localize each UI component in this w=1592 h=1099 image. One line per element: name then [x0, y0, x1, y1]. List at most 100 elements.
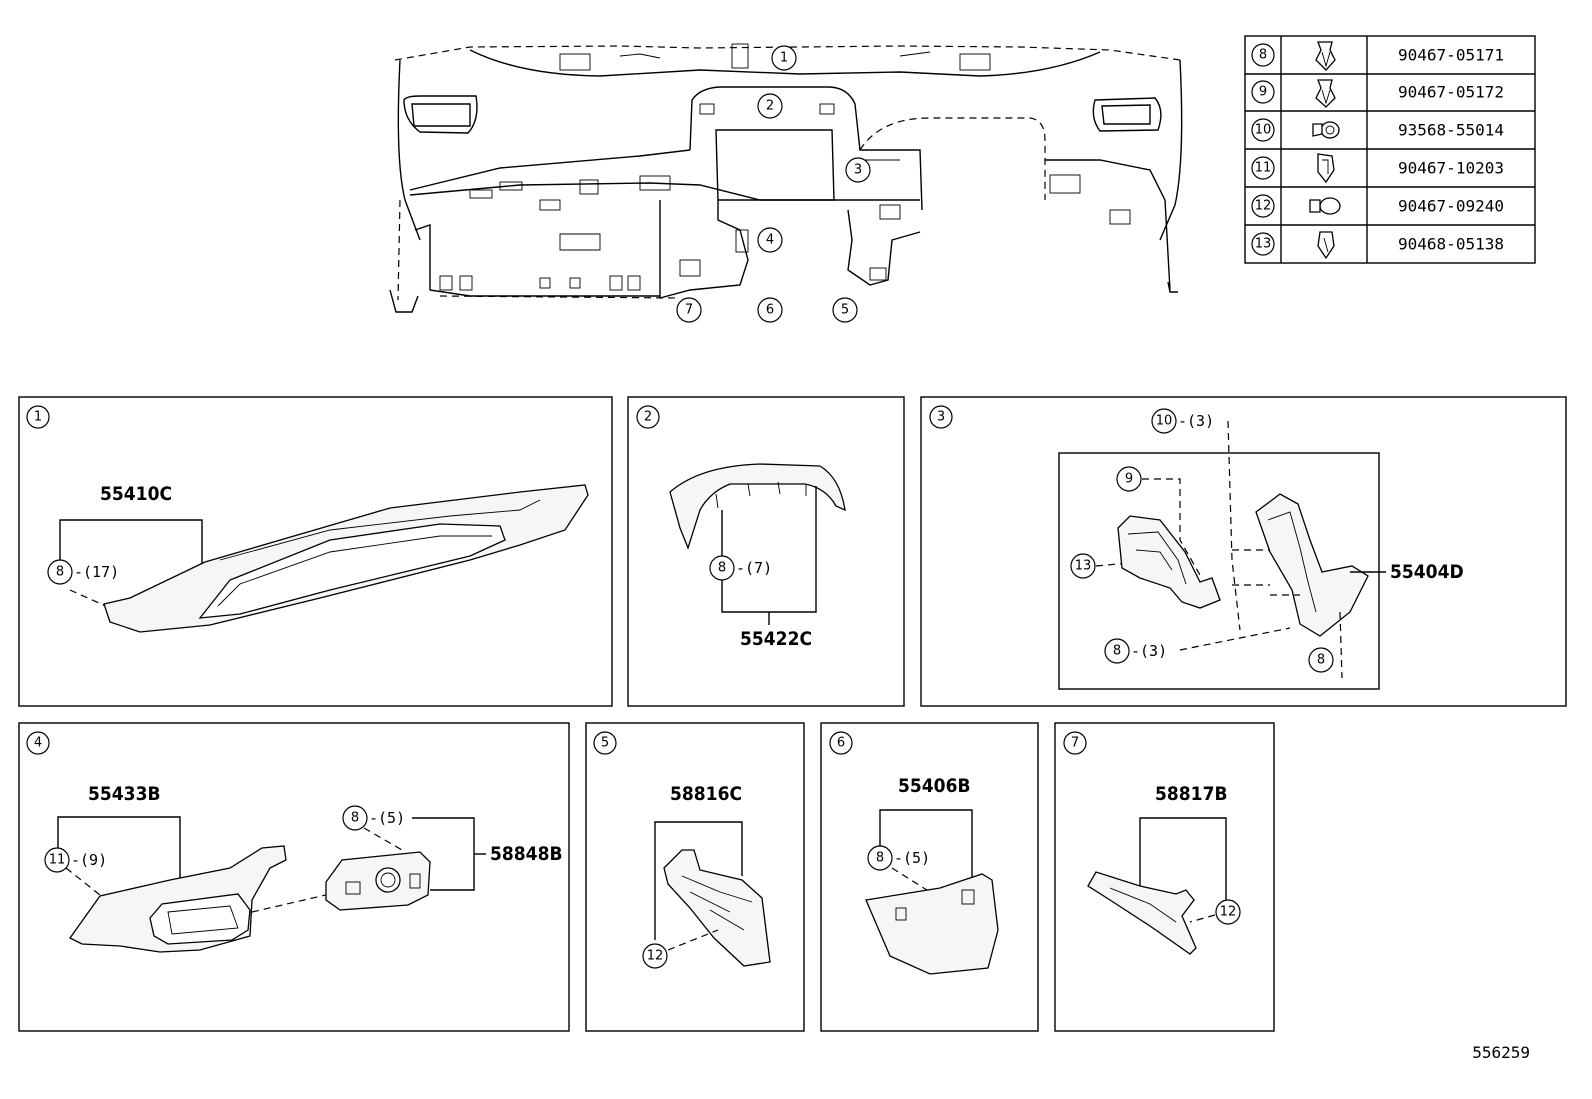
screw-callout[interactable]: 10 -(3)	[1151, 408, 1214, 434]
vent-part	[1117, 515, 1221, 609]
svg-text:7: 7	[1071, 736, 1079, 751]
illustration-id: 556259	[1472, 1043, 1530, 1062]
part-number[interactable]: 55404D	[1390, 561, 1464, 583]
svg-text:-(3): -(3)	[1178, 412, 1214, 430]
clip-callout[interactable]: 8	[1308, 647, 1334, 673]
svg-text:13: 13	[1255, 237, 1272, 252]
side-panel-part	[1087, 871, 1197, 955]
svg-text:8: 8	[876, 851, 884, 866]
overview-callout-2[interactable]: 2	[757, 93, 783, 119]
svg-text:8: 8	[718, 561, 726, 576]
clip-callout[interactable]: 8 -(7)	[709, 555, 772, 581]
fastener-row[interactable]: 11 90467-10203	[1251, 153, 1504, 184]
fastener-table	[1244, 35, 1536, 264]
clip-callout[interactable]: 8 -(5)	[342, 805, 405, 831]
panel-6: 6 55406B 8 -(5)	[820, 722, 1039, 1032]
svg-text:11: 11	[1255, 161, 1272, 176]
svg-text:90468-05138: 90468-05138	[1398, 235, 1504, 254]
panel-2: 2 8 -(7) 55422C	[627, 396, 905, 707]
part-number[interactable]: 58816C	[670, 783, 742, 805]
svg-text:-(9): -(9)	[71, 851, 107, 869]
svg-text:9: 9	[1259, 85, 1267, 100]
svg-text:93568-55014: 93568-55014	[1398, 121, 1504, 140]
clip-callout[interactable]: 8 -(17)	[47, 559, 119, 585]
pin-icon	[1309, 197, 1341, 215]
svg-text:2: 2	[766, 99, 774, 114]
overview-callout-1[interactable]: 1	[771, 45, 797, 71]
part-number[interactable]: 58817B	[1155, 783, 1228, 805]
svg-text:1: 1	[34, 410, 42, 425]
overview-callout-4[interactable]: 4	[757, 227, 783, 253]
overview-callout-3[interactable]: 3	[845, 157, 871, 183]
panel-number: 6	[829, 731, 853, 755]
clip-icon	[1317, 231, 1335, 260]
panel-4: 4 55433B 11 -(9) 8 -(5) 58848B	[18, 722, 570, 1032]
svg-text:8: 8	[1317, 653, 1325, 668]
overview-callout-7[interactable]: 7	[676, 297, 702, 323]
panel-3: 3 10 -(3) 9 13 55404D 8 -(3)	[920, 396, 1567, 707]
fastener-row[interactable]: 8 90467-05171	[1251, 41, 1504, 71]
part-number[interactable]: 58848B	[490, 843, 563, 865]
svg-text:8: 8	[1259, 48, 1267, 63]
part-number[interactable]: 55406B	[898, 775, 971, 797]
svg-text:5: 5	[601, 736, 609, 751]
fastener-row[interactable]: 9 90467-05172	[1251, 79, 1504, 108]
svg-text:5: 5	[841, 303, 849, 318]
svg-text:8: 8	[1113, 644, 1121, 659]
clip-callout[interactable]: 11 -(9)	[44, 847, 107, 873]
svg-text:2: 2	[644, 410, 652, 425]
svg-text:90467-05172: 90467-05172	[1398, 83, 1504, 102]
fastener-row[interactable]: 10 93568-55014	[1251, 118, 1504, 142]
panel-number: 3	[929, 405, 953, 429]
svg-text:-(17): -(17)	[74, 563, 119, 581]
fastener-row[interactable]: 12 90467-09240	[1251, 194, 1504, 218]
side-cover-part	[663, 849, 771, 967]
part-number[interactable]: 55433B	[88, 783, 161, 805]
clip-callout[interactable]: 13	[1070, 553, 1096, 579]
part-number[interactable]: 55410C	[100, 483, 172, 505]
svg-text:12: 12	[647, 949, 664, 964]
svg-text:12: 12	[1255, 199, 1272, 214]
clip-icon	[1317, 153, 1335, 184]
svg-text:-(5): -(5)	[369, 809, 405, 827]
svg-text:8: 8	[56, 565, 64, 580]
panel-7: 7 58817B 12	[1054, 722, 1275, 1032]
svg-text:4: 4	[766, 233, 774, 248]
fastener-row[interactable]: 13 90468-05138	[1251, 231, 1504, 260]
svg-text:13: 13	[1075, 559, 1092, 574]
lower-panel-part	[865, 873, 999, 975]
panel-number: 2	[636, 405, 660, 429]
panel-number: 4	[26, 731, 50, 755]
pin-callout[interactable]: 12	[1215, 899, 1241, 925]
instrument-panel-overview	[389, 43, 1183, 313]
part-number[interactable]: 55422C	[740, 628, 812, 650]
svg-text:10: 10	[1156, 414, 1173, 429]
overview-callout-6[interactable]: 6	[757, 297, 783, 323]
svg-text:6: 6	[766, 303, 774, 318]
meter-hood-part	[669, 463, 846, 550]
switch-bezel-part	[325, 851, 431, 911]
panel-number: 5	[593, 731, 617, 755]
svg-text:9: 9	[1125, 472, 1133, 487]
panel-number: 7	[1063, 731, 1087, 755]
svg-text:-(5): -(5)	[894, 849, 930, 867]
clip-callout[interactable]: 8 -(5)	[867, 845, 930, 871]
svg-text:4: 4	[34, 736, 42, 751]
upper-panel-part	[103, 484, 589, 633]
clip-icon	[1315, 79, 1336, 108]
svg-text:-(3): -(3)	[1131, 642, 1167, 660]
pin-callout[interactable]: 12	[642, 943, 668, 969]
svg-text:6: 6	[837, 736, 845, 751]
svg-text:7: 7	[685, 303, 693, 318]
svg-text:12: 12	[1220, 905, 1237, 920]
svg-text:3: 3	[937, 410, 945, 425]
svg-text:1: 1	[780, 51, 788, 66]
panel-1: 1 55410C 8 -(17)	[18, 396, 613, 707]
svg-text:90467-05171: 90467-05171	[1398, 46, 1504, 65]
clip-callout[interactable]: 8 -(3)	[1104, 638, 1167, 664]
clip-callout[interactable]: 9	[1116, 466, 1142, 492]
screw-icon	[1312, 121, 1340, 139]
svg-text:90467-09240: 90467-09240	[1398, 197, 1504, 216]
overview-callout-5[interactable]: 5	[832, 297, 858, 323]
